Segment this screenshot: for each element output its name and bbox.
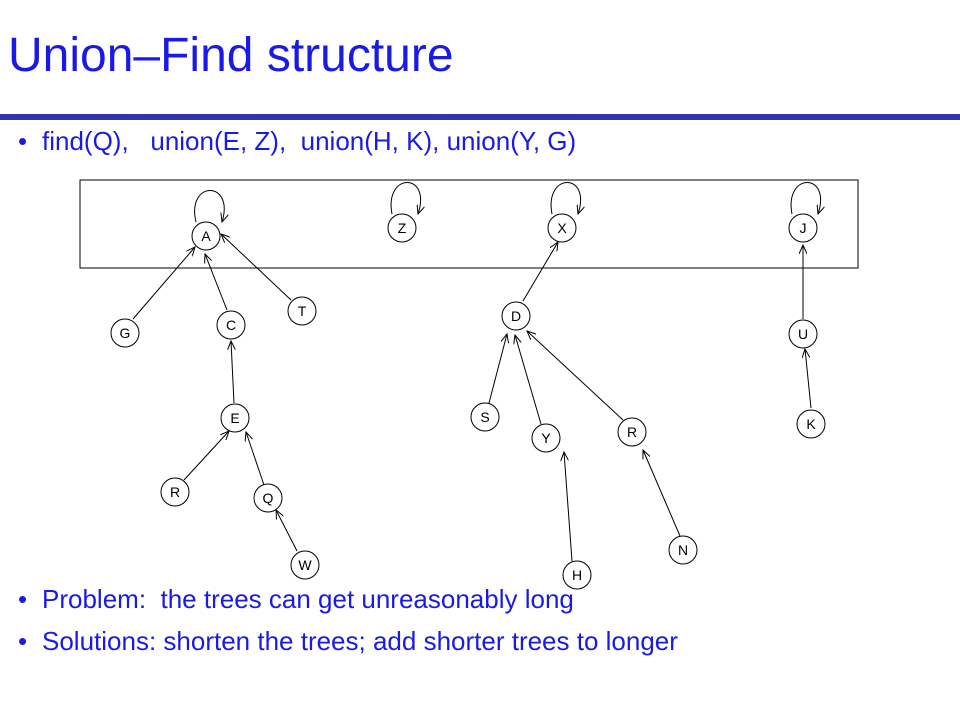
node-T: T	[287, 296, 317, 326]
node-G-label: G	[120, 325, 131, 341]
node-W: W	[290, 550, 320, 580]
node-E: E	[220, 403, 250, 433]
node-A: A	[191, 221, 221, 251]
node-Y-label: Y	[541, 430, 551, 446]
node-S-label: S	[480, 409, 489, 425]
self-loop-A	[194, 190, 225, 223]
bullet-operations-text: find(Q), union(E, Z), union(H, K), union…	[42, 126, 577, 156]
edge-Q-E	[246, 432, 265, 486]
node-S: S	[470, 402, 500, 432]
edge-N-R	[643, 450, 681, 537]
node-X: X	[547, 213, 577, 243]
node-T-label: T	[298, 303, 307, 319]
node-D: D	[501, 301, 531, 331]
edge-D-X	[522, 242, 558, 302]
node-U: U	[788, 319, 818, 349]
bullet-dot: •	[18, 626, 28, 656]
edge-K-U	[805, 349, 812, 409]
node-R-left-label: R	[170, 484, 180, 500]
node-R-right: R	[617, 417, 647, 447]
node-Y: Y	[531, 423, 561, 453]
edge-S-D	[488, 334, 507, 404]
node-G: G	[110, 318, 140, 348]
bullet-solutions: • Solutions: shorten the trees; add short…	[18, 626, 678, 657]
edge-R-E	[183, 431, 229, 481]
node-R-right-label: R	[627, 424, 637, 440]
node-Q: Q	[253, 483, 283, 513]
node-K: K	[796, 409, 826, 439]
bullet-solutions-text: Solutions: shorten the trees; add shorte…	[42, 626, 678, 656]
node-H-label: H	[572, 567, 582, 583]
node-A-label: A	[201, 228, 211, 244]
node-K-label: K	[806, 416, 816, 432]
edge-G-A	[132, 247, 195, 320]
node-H: H	[562, 560, 592, 590]
title-divider	[0, 114, 960, 120]
node-N-label: N	[678, 542, 688, 558]
edge-R-D	[527, 331, 624, 421]
self-loop-Z	[390, 182, 420, 215]
node-C: C	[216, 310, 246, 340]
bullet-dot: •	[18, 126, 28, 156]
node-Z-label: Z	[398, 220, 407, 236]
bullet-dot: •	[18, 584, 28, 614]
node-C-label: C	[226, 317, 236, 333]
edge-W-Q	[276, 510, 298, 552]
node-Z: Z	[387, 213, 417, 243]
node-Q-label: Q	[263, 490, 274, 506]
roots-box	[79, 179, 859, 269]
bullet-problem: • Problem: the trees can get unreasonably…	[18, 584, 574, 615]
edge-Y-D	[515, 335, 542, 425]
edge-C-A	[205, 254, 228, 311]
node-W-label: W	[298, 557, 312, 573]
node-J: J	[788, 213, 818, 243]
bullet-operations: • find(Q), union(E, Z), union(H, K), unio…	[18, 126, 576, 157]
edge-T-A	[221, 234, 292, 301]
node-X-label: X	[557, 220, 567, 236]
bullet-problem-text: Problem: the trees can get unreasonably …	[42, 584, 574, 614]
node-R-left: R	[160, 477, 190, 507]
edge-H-Y	[564, 452, 573, 562]
edge-E-C	[231, 341, 234, 404]
node-D-label: D	[511, 308, 521, 324]
self-loop-J	[790, 182, 820, 215]
node-U-label: U	[798, 326, 808, 342]
self-loop-X	[550, 182, 580, 215]
page-title: Union–Find structure	[8, 29, 454, 82]
node-N: N	[668, 535, 698, 565]
node-J-label: J	[800, 220, 807, 236]
node-E-label: E	[230, 410, 239, 426]
